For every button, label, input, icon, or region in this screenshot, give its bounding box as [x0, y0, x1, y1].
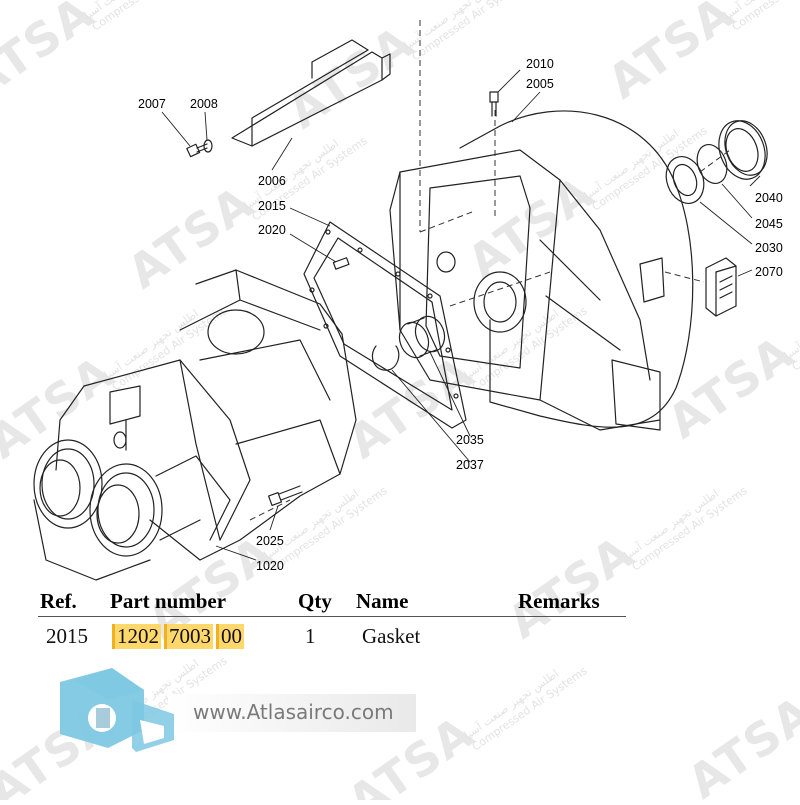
leader-lines: [161, 69, 761, 561]
callout-2045: 2045: [755, 217, 783, 231]
bolt-2010: [489, 91, 499, 117]
bracket-2006: [231, 39, 391, 147]
callout-2007: 2007: [138, 97, 166, 111]
watermark-subtitle-en: Compressed Air Systems: [110, 304, 230, 394]
watermark-word: ATSA: [598, 0, 744, 109]
pin-2020: [332, 257, 350, 270]
header-ref: Ref.: [40, 589, 77, 613]
callout-1020: 1020: [256, 559, 284, 573]
assembly-lines: [249, 20, 731, 521]
callout-labels: 2007 2008 2006 2010 2005 2015 2020 2040 …: [138, 57, 783, 573]
callout-2040: 2040: [755, 191, 783, 205]
callout-2030: 2030: [755, 241, 783, 255]
callout-2037: 2037: [456, 458, 484, 472]
callout-2005: 2005: [526, 77, 554, 91]
header-remarks: Remarks: [518, 589, 600, 613]
header-part-number: Part number: [110, 589, 227, 613]
callout-2035: 2035: [456, 433, 484, 447]
watermark-word: ATSA: [338, 345, 484, 470]
circlip-2037: [371, 345, 400, 371]
part-number-segment: 1202: [112, 624, 161, 649]
watermark-subtitle-fa: اطلس تجهیز صنعت آسیا: [781, 286, 800, 362]
bolt-2007: [186, 143, 208, 158]
part-number-segment: 7003: [164, 624, 213, 649]
filter-2070: [705, 257, 737, 317]
callout-2025: 2025: [256, 534, 284, 548]
watermark-word: ATSA: [658, 325, 800, 450]
callout-2070: 2070: [755, 265, 783, 279]
header-name: Name: [356, 589, 409, 613]
row-qty: 1: [305, 624, 316, 648]
bolt-2025: [267, 485, 303, 507]
watermark-word: ATSA: [278, 15, 424, 140]
callout-2010: 2010: [526, 57, 554, 71]
watermark-word: ATSA: [458, 165, 604, 290]
watermark-word: ATSA: [678, 685, 800, 800]
compressor-element-1020: [33, 269, 357, 581]
callout-2008: 2008: [190, 97, 218, 111]
website-link[interactable]: www.Atlasairco.com: [193, 700, 394, 724]
watermark-subtitle-en: Compressed Air Systems: [470, 664, 590, 754]
atlasairco-logo-icon: [60, 668, 174, 752]
row-ref: 2015: [46, 624, 88, 648]
callout-2020: 2020: [258, 223, 286, 237]
watermark-word: ATSA: [498, 525, 644, 650]
watermark-word: ATSA: [118, 175, 264, 300]
washer-2008: [203, 139, 213, 153]
callout-2015: 2015: [258, 199, 286, 213]
watermark-subtitle-en: Compressed Air Systems: [470, 304, 590, 394]
url-banner: [168, 694, 416, 732]
watermark-subtitle-en: Compressed Air Systems: [590, 124, 710, 214]
header-qty: Qty: [298, 589, 332, 613]
cover-2040: [718, 120, 768, 180]
table-divider: [38, 616, 626, 617]
row-name: Gasket: [362, 624, 421, 648]
part-number-segment: 00: [216, 624, 244, 649]
bushing-2035: [398, 315, 446, 359]
gear-housing-2005: [389, 110, 694, 431]
callout-2006: 2006: [258, 174, 286, 188]
watermark-subtitle-en: Compressed Air Systems: [630, 484, 750, 574]
o-ring-2045: [696, 144, 728, 184]
